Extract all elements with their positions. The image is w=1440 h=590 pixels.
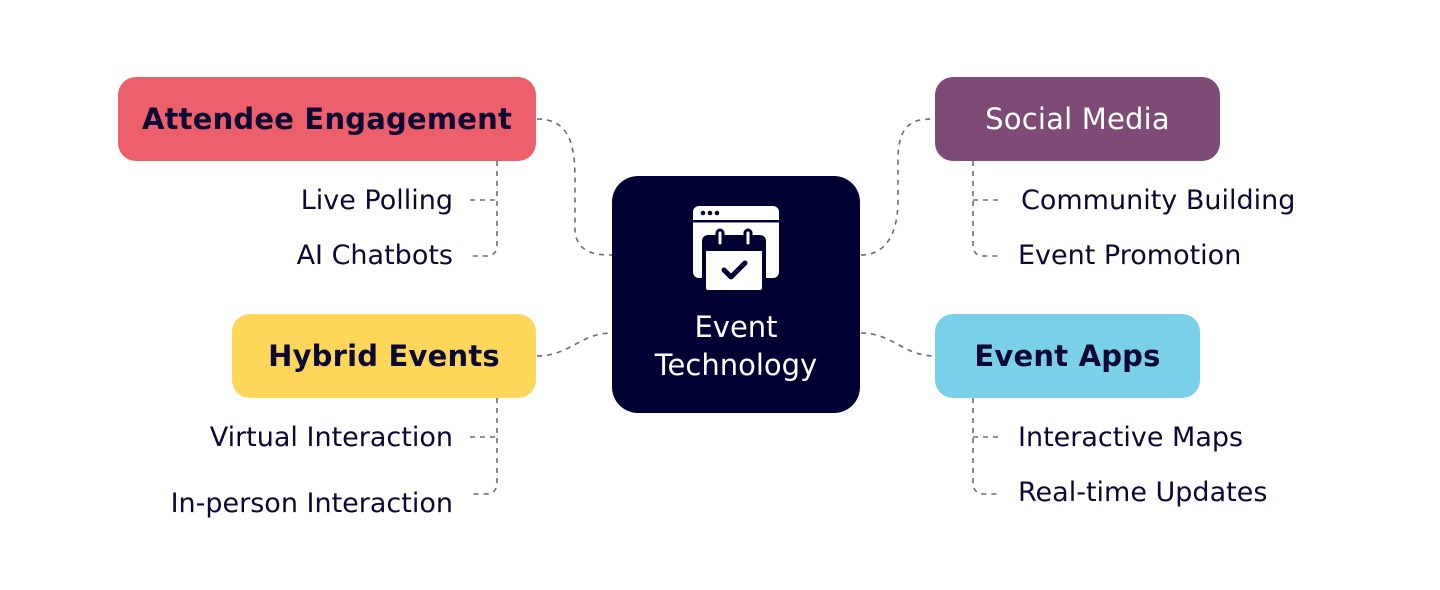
center-title-line1: Event — [694, 310, 778, 344]
event-apps-label: Event Apps — [974, 339, 1161, 373]
community-building-item: Community Building — [1021, 185, 1296, 216]
virtual-interaction-item: Virtual Interaction — [209, 422, 453, 453]
live-polling-item: Live Polling — [300, 185, 453, 216]
event-technology-node: Event Technology — [612, 176, 860, 413]
hybrid-events-label: Hybrid Events — [268, 339, 500, 373]
attendee-engagement-label: Attendee Engagement — [141, 102, 513, 136]
event-apps-node: Event Apps — [935, 314, 1200, 398]
real-time-updates-item: Real-time Updates — [1018, 477, 1268, 508]
connector-attendee-trunk — [470, 161, 498, 257]
connector-main-attendee — [536, 118, 613, 256]
connector-main-apps — [860, 332, 936, 357]
connector-main-hybrid — [536, 332, 613, 357]
center-title-line2: Technology — [654, 348, 818, 382]
connector-apps-trunk — [972, 398, 1000, 495]
in-person-interaction-item: In-person Interaction — [170, 488, 453, 519]
ai-chatbots-item: AI Chatbots — [296, 240, 453, 271]
connector-social-trunk — [972, 161, 1000, 257]
interactive-maps-item: Interactive Maps — [1018, 422, 1244, 453]
connector-main-social — [860, 118, 936, 256]
connector-hybrid-trunk — [470, 398, 498, 495]
social-media-label: Social Media — [985, 102, 1170, 136]
attendee-engagement-node: Attendee Engagement — [118, 77, 536, 161]
social-media-node: Social Media — [935, 77, 1220, 161]
hybrid-events-node: Hybrid Events — [232, 314, 536, 398]
calendar-check-icon — [693, 206, 779, 294]
event-promotion-item: Event Promotion — [1018, 240, 1242, 271]
